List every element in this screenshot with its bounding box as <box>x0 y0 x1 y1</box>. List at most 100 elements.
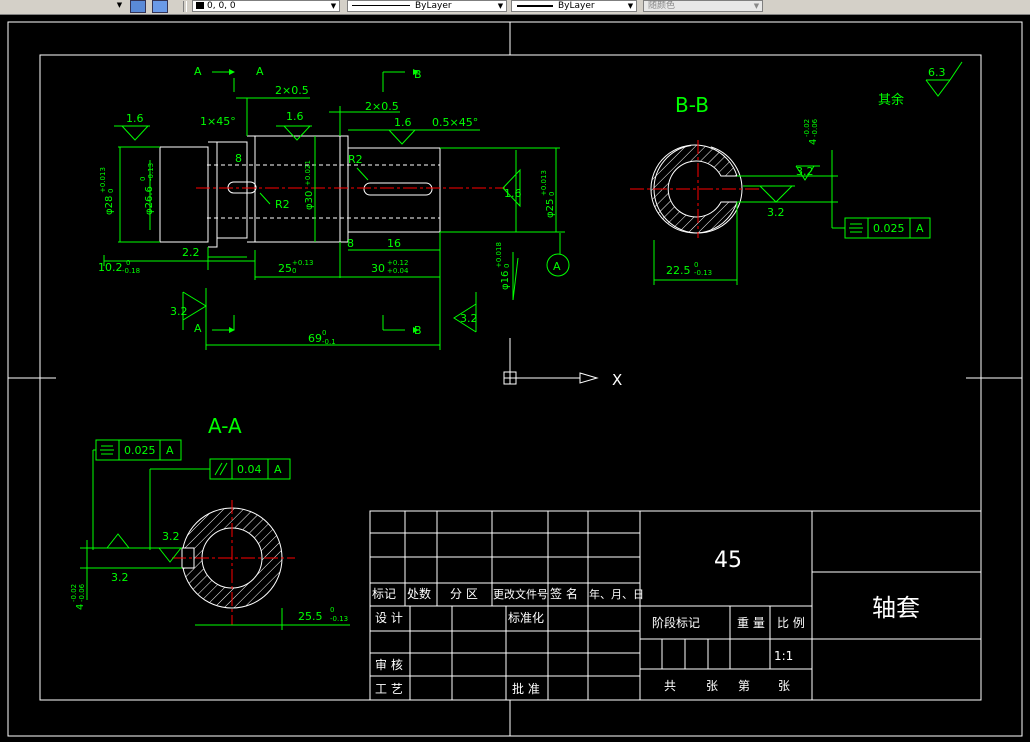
svg-text:-0.18: -0.18 <box>122 267 140 275</box>
svg-text:R2: R2 <box>348 153 363 166</box>
svg-text:阶段标记: 阶段标记 <box>652 615 700 630</box>
svg-text:0: 0 <box>107 189 115 193</box>
svg-text:-0.1: -0.1 <box>322 338 336 346</box>
sheet-border <box>7 21 1023 737</box>
svg-text:R2: R2 <box>275 198 290 211</box>
line-sample-icon <box>352 5 410 6</box>
svg-text:16: 16 <box>387 237 401 250</box>
svg-text:1×45°: 1×45° <box>200 115 236 128</box>
svg-text:φ25: φ25 <box>545 199 556 218</box>
svg-text:25: 25 <box>278 262 292 275</box>
svg-text:A: A <box>194 322 202 335</box>
svg-text:1.6: 1.6 <box>394 116 412 129</box>
svg-text:0: 0 <box>322 329 326 337</box>
line-sample-icon <box>517 4 553 7</box>
section-bb-title: B-B <box>675 93 709 117</box>
x-axis-label: X <box>612 371 622 389</box>
svg-text:共: 共 <box>664 679 676 693</box>
svg-text:0: 0 <box>330 606 334 614</box>
svg-text:4: 4 <box>808 139 819 145</box>
svg-text:重 量: 重 量 <box>737 616 765 630</box>
svg-text:+0.018: +0.018 <box>495 242 503 268</box>
color-swatch-icon <box>196 2 204 9</box>
svg-text:2×0.5: 2×0.5 <box>275 84 309 97</box>
svg-text:3.2: 3.2 <box>111 571 129 584</box>
svg-text:0: 0 <box>139 177 147 181</box>
svg-text:-0.02: -0.02 <box>803 119 811 137</box>
svg-text:审 核: 审 核 <box>375 657 403 672</box>
svg-text:标记: 标记 <box>372 587 396 601</box>
linetype-value: ByLayer <box>415 1 452 11</box>
lineweight-dropdown[interactable]: ByLayer ▼ <box>511 0 637 12</box>
svg-text:φ30: φ30 <box>304 191 315 210</box>
svg-text:+0.12: +0.12 <box>387 259 408 267</box>
color-dropdown[interactable]: 0, 0, 0 ▼ <box>192 0 340 12</box>
section-bb-text: 22.5 0 -0.13 3.2 3.2 4-0.02-0.06 0.025 A <box>666 118 924 277</box>
svg-text:-0.02: -0.02 <box>70 584 78 602</box>
svg-text:3.2: 3.2 <box>162 530 180 543</box>
svg-text:-0.13: -0.13 <box>147 163 155 181</box>
main-view-geometry <box>159 135 441 248</box>
main-view-text: A A B A B 2×0.5 2×0.5 1×45° 0.5×45° 1.6 … <box>98 65 946 346</box>
svg-text:-0.06: -0.06 <box>78 583 86 602</box>
svg-text:标准化: 标准化 <box>508 611 544 625</box>
svg-text:比 例: 比 例 <box>777 616 805 630</box>
svg-text:3.2: 3.2 <box>796 165 814 178</box>
svg-text:3.2: 3.2 <box>170 305 188 318</box>
svg-text:φ28: φ28 <box>104 196 115 215</box>
svg-text:3.2: 3.2 <box>767 206 785 219</box>
svg-text:更改文件号: 更改文件号 <box>493 587 548 601</box>
svg-text:0: 0 <box>548 192 556 196</box>
svg-text:A: A <box>916 222 924 235</box>
svg-text:1.6: 1.6 <box>126 112 144 125</box>
svg-text:69: 69 <box>308 332 322 345</box>
svg-text:第: 第 <box>738 679 750 693</box>
svg-text:0.025: 0.025 <box>124 444 156 457</box>
layer-previous-icon[interactable] <box>152 0 168 13</box>
chevron-down-icon: ▼ <box>330 2 337 10</box>
svg-text:+0.013: +0.013 <box>99 167 107 193</box>
svg-text:0: 0 <box>292 267 296 275</box>
svg-text:30: 30 <box>371 262 385 275</box>
svg-text:0: 0 <box>503 264 511 268</box>
svg-text:φ26.6: φ26.6 <box>144 186 155 215</box>
linetype-dropdown[interactable]: ByLayer ▼ <box>347 0 507 12</box>
layer-dropdown[interactable]: ▼ <box>0 0 125 12</box>
svg-text:处数: 处数 <box>407 586 431 601</box>
svg-text:A: A <box>553 260 561 273</box>
svg-text:A: A <box>166 444 174 457</box>
section-bb-dims <box>653 150 931 285</box>
title-block-grid <box>369 510 982 701</box>
svg-text:-0.06: -0.06 <box>811 118 819 137</box>
svg-text:张: 张 <box>706 679 718 693</box>
svg-text:8: 8 <box>235 152 242 165</box>
layer-state-icon[interactable] <box>130 0 146 13</box>
keyway-slot-large <box>363 182 433 196</box>
ucs-icon <box>503 338 599 385</box>
drawing-canvas[interactable]: A A B A B 2×0.5 2×0.5 1×45° 0.5×45° 1.6 … <box>0 15 1030 742</box>
plotstyle-value: 随颜色 <box>648 1 676 11</box>
svg-text:A: A <box>194 65 202 78</box>
svg-text:0: 0 <box>694 261 698 269</box>
svg-text:2.2: 2.2 <box>182 246 200 259</box>
svg-text:其余: 其余 <box>878 92 904 108</box>
svg-text:A: A <box>274 463 282 476</box>
lineweight-value: ByLayer <box>558 1 595 11</box>
svg-text:-0.13: -0.13 <box>330 615 348 623</box>
svg-text:1.6: 1.6 <box>286 110 304 123</box>
svg-text:张: 张 <box>778 679 790 693</box>
svg-text:B: B <box>414 324 422 337</box>
svg-text:B: B <box>414 68 422 81</box>
svg-text:1.6: 1.6 <box>504 187 522 200</box>
main-view-dims <box>103 61 963 350</box>
plotstyle-dropdown[interactable]: 随颜色 ▼ <box>643 0 763 12</box>
svg-text:3.2: 3.2 <box>460 312 478 325</box>
svg-text:轴套: 轴套 <box>872 594 920 622</box>
svg-text:签 名: 签 名 <box>550 586 578 601</box>
section-bb-geometry <box>630 140 760 238</box>
svg-text:0.025: 0.025 <box>873 222 905 235</box>
svg-text:批 准: 批 准 <box>512 681 540 696</box>
svg-text:+0.13: +0.13 <box>292 259 313 267</box>
color-value: 0, 0, 0 <box>207 1 236 11</box>
properties-toolbar: ▼ 0, 0, 0 ▼ ByLayer ▼ ByLayer ▼ 随颜色 ▼ <box>0 0 1030 15</box>
